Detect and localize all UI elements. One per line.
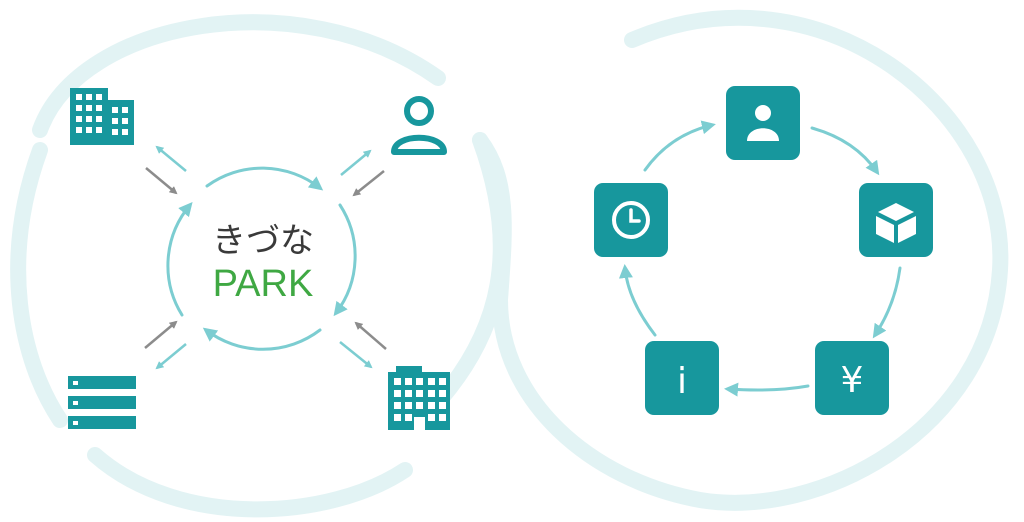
- info-icon: i: [677, 361, 687, 402]
- arrow-out-bottom-left: [155, 343, 187, 370]
- cycle-arrow-box-to-yen: [872, 266, 902, 339]
- hub-title-jp: きづな: [212, 221, 314, 261]
- yen-icon: ¥: [841, 360, 864, 401]
- cycle-node-person: [726, 86, 800, 160]
- connector-top-left: [145, 145, 187, 195]
- hub-arrow-bottom: [202, 327, 322, 351]
- hub-cycle-arrows: [166, 166, 357, 351]
- arrow-out-top-left: [155, 145, 187, 172]
- cycle-arrow-clock-to-person: [643, 120, 716, 172]
- hub-arrow-top: [205, 166, 324, 191]
- left-ring: [10, 14, 509, 518]
- cycle-node-clock: [594, 183, 668, 257]
- connector-bottom-left: [144, 320, 187, 370]
- apartment-building-icon: [388, 366, 450, 430]
- server-icon: [68, 376, 136, 429]
- cycle-node-box: [859, 183, 933, 257]
- hub-arrow-left: [166, 201, 193, 317]
- arrow-in-bottom-left: [144, 320, 178, 349]
- connector-bottom-right: [339, 321, 387, 369]
- background-rings: [10, 9, 1009, 518]
- cycle-node-info: i: [645, 341, 719, 415]
- connector-top-right: [340, 149, 385, 197]
- clock-icon: [612, 201, 650, 239]
- person-icon: [747, 105, 779, 141]
- office-building-icon: [70, 88, 134, 145]
- person-outline-icon: [391, 96, 447, 155]
- cycle-arrow-yen-to-info: [724, 382, 810, 397]
- hub-arrow-right: [333, 203, 357, 317]
- arrow-out-bottom-right: [339, 341, 373, 369]
- cycle-arrow-info-to-clock: [618, 264, 657, 337]
- hub-title-park: PARK: [213, 263, 314, 305]
- box-icon: [876, 203, 916, 243]
- cycle-arrows: [618, 120, 902, 397]
- arrow-in-top-left: [145, 167, 178, 195]
- arrow-in-bottom-right: [354, 321, 387, 350]
- cycle-arrow-person-to-box: [810, 126, 880, 176]
- arrow-in-top-right: [352, 170, 385, 197]
- cycle-node-yen: ¥: [815, 341, 889, 415]
- right-ring: [472, 9, 1009, 511]
- arrow-out-top-right: [340, 149, 372, 176]
